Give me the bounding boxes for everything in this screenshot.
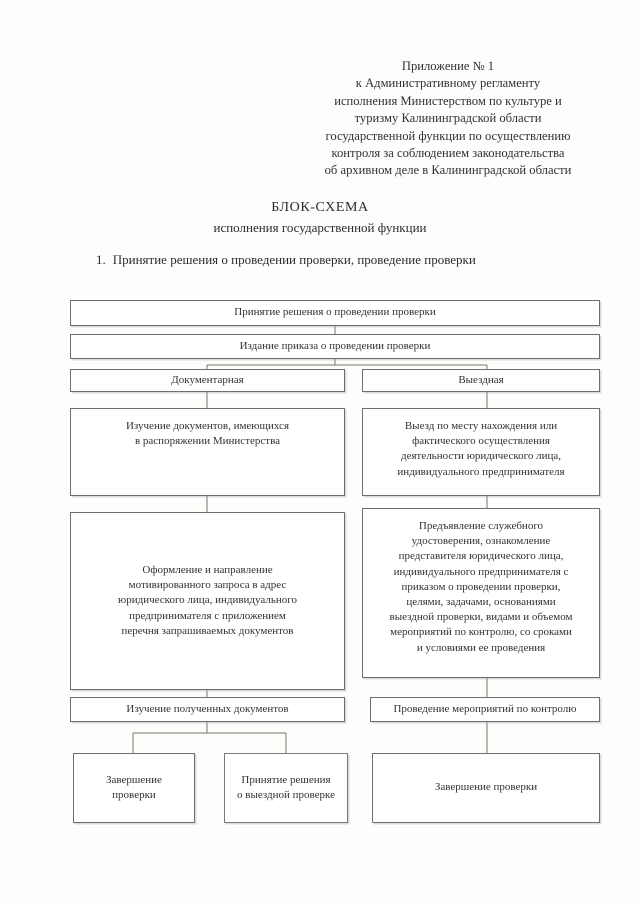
flow-node-label: Изучение полученных документов xyxy=(126,702,289,715)
flow-node-label: Документарная xyxy=(171,373,244,386)
flow-node-control-measures: Проведение мероприятий по контролю xyxy=(370,697,600,722)
flow-node-finish-right: Завершение проверки xyxy=(372,753,600,823)
flow-node-branch-documentary: Документарная xyxy=(70,369,345,392)
flow-node-decision: Принятие решения о проведении проверки xyxy=(70,300,600,326)
flow-node-label: Проведение мероприятий по контролю xyxy=(393,702,577,715)
flow-node-label: Завершение проверки xyxy=(434,781,538,794)
header-line-7: об архивном деле в Калининградской облас… xyxy=(324,163,572,178)
header-line-5: государственной функции по осуществлению xyxy=(325,128,571,143)
flow-node-label: Издание приказа о проведении проверки xyxy=(239,339,431,352)
page-title: БЛОК-СХЕМА xyxy=(271,200,369,215)
flow-node-study-received-docs: Изучение полученных документов xyxy=(70,697,345,722)
section-number: 1. xyxy=(96,252,106,267)
flow-node-label: Принятие решения о проведении проверки xyxy=(234,306,436,319)
header-line-4: туризму Калининградской области xyxy=(354,111,542,126)
flow-node-branch-onsite: Выездная xyxy=(362,369,600,392)
flow-node-order: Издание приказа о проведении проверки xyxy=(70,334,600,359)
section-title: Принятие решения о проведении проверки, … xyxy=(112,252,476,267)
page-subtitle: исполнения государственной функции xyxy=(213,220,427,235)
appendix-header: Приложение № 1 к Административному регла… xyxy=(288,58,608,180)
header-line-2: к Административному регламенту xyxy=(355,76,541,91)
header-line-3: исполнения Министерством по культуре и xyxy=(334,93,562,108)
flow-node-label: Выездная xyxy=(458,373,504,386)
header-line-1: Приложение № 1 xyxy=(401,59,495,73)
header-line-6: контроля за соблюдением законодательства xyxy=(331,146,565,161)
section-heading: 1. Принятие решения о проведении проверки… xyxy=(96,252,566,268)
